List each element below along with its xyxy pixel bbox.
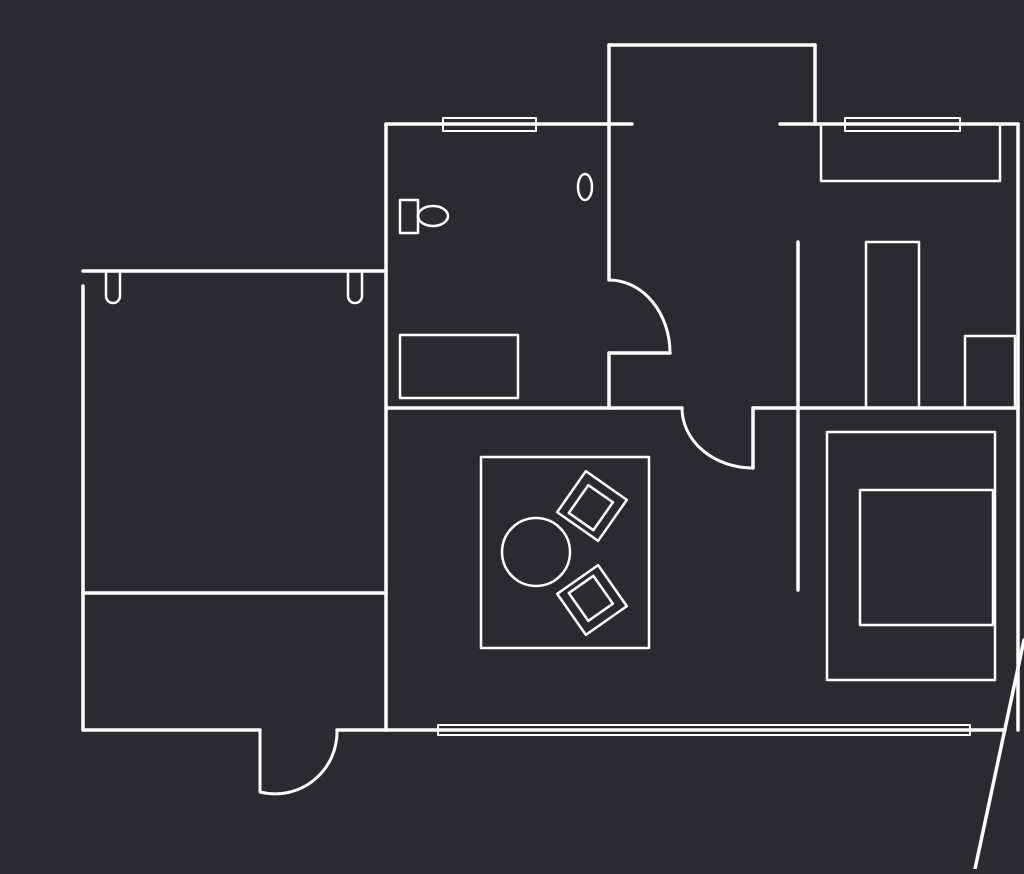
hook-icon: [346, 269, 364, 305]
armchair: [555, 469, 629, 543]
armchair: [555, 563, 629, 637]
sink: [576, 172, 594, 202]
tall-cabinet: [864, 240, 921, 410]
doors: [258, 278, 755, 796]
bathtub: [398, 333, 520, 400]
toilet-tank: [398, 198, 420, 235]
exterior-slant-line: [973, 638, 1024, 871]
bathroom-door[interactable]: [607, 278, 672, 355]
hook-icon: [104, 269, 122, 305]
round-table: [500, 516, 572, 588]
furniture: [104, 122, 1017, 682]
toilet-bowl: [416, 204, 450, 228]
windows: [437, 117, 971, 736]
hall-door[interactable]: [680, 406, 755, 470]
rug: [479, 455, 651, 650]
bed-frame: [825, 430, 997, 682]
bed-mattress: [858, 488, 995, 627]
small-cabinet: [963, 334, 1017, 410]
closet-shelf: [819, 122, 1002, 183]
entry-door[interactable]: [258, 728, 339, 796]
